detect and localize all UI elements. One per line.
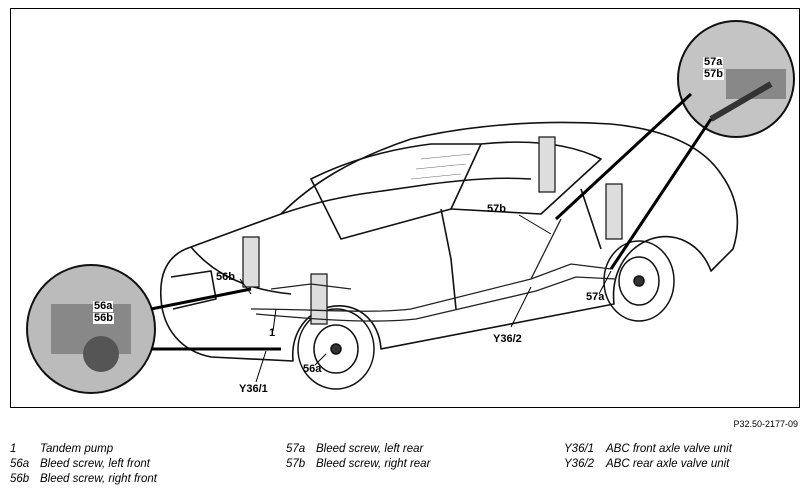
legend-item: 57b Bleed screw, right rear — [286, 457, 430, 471]
inset-left-label-56b: 56b — [93, 312, 114, 324]
legend-item: 57a Bleed screw, left rear — [286, 442, 423, 456]
legend-key: 1 — [10, 443, 17, 455]
legend-item: Y36/1 ABC front axle valve unit — [564, 442, 732, 456]
diagram-frame: 56b 57b 57a Y36/2 1 56a Y36/1 56a 56b 57… — [10, 8, 800, 408]
callout-y36-2: Y36/2 — [493, 333, 522, 345]
legend-text: Bleed screw, right front — [40, 473, 157, 485]
legend-key: Y36/1 — [564, 443, 595, 455]
legend-item: 56b Bleed screw, right front — [10, 472, 157, 486]
legend-key: 57a — [286, 443, 306, 455]
callout-y36-1: Y36/1 — [239, 383, 268, 395]
legend-item: 1 Tandem pump — [10, 442, 113, 456]
inset-right-label-57a: 57a — [703, 56, 724, 68]
callout-57a: 57a — [586, 291, 605, 303]
callout-57b: 57b — [487, 203, 506, 215]
callout-56a: 56a — [303, 363, 322, 375]
callout-56b: 56b — [216, 271, 235, 283]
inset-right-label-57b: 57b — [703, 68, 724, 80]
legend-key: Y36/2 — [564, 458, 595, 470]
car-illustration — [26, 20, 795, 394]
inset-left-label-56a: 56a — [93, 300, 114, 312]
legend-key: 56b — [10, 473, 30, 485]
legend-item: Y36/2 ABC rear axle valve unit — [564, 457, 729, 471]
legend-key: 57b — [286, 458, 306, 470]
legend-item: 56a Bleed screw, left front — [10, 457, 150, 471]
legend-text: Bleed screw, right rear — [316, 458, 431, 470]
figure-reference-id: P32.50-2177-09 — [733, 419, 798, 429]
legend-text: Bleed screw, left front — [40, 458, 150, 470]
legend-text: ABC rear axle valve unit — [606, 458, 730, 470]
legend-text: Bleed screw, left rear — [316, 443, 424, 455]
callout-1: 1 — [269, 327, 276, 339]
legend-key: 56a — [10, 458, 30, 470]
legend-text: Tandem pump — [40, 443, 114, 455]
legend-text: ABC front axle valve unit — [606, 443, 732, 455]
